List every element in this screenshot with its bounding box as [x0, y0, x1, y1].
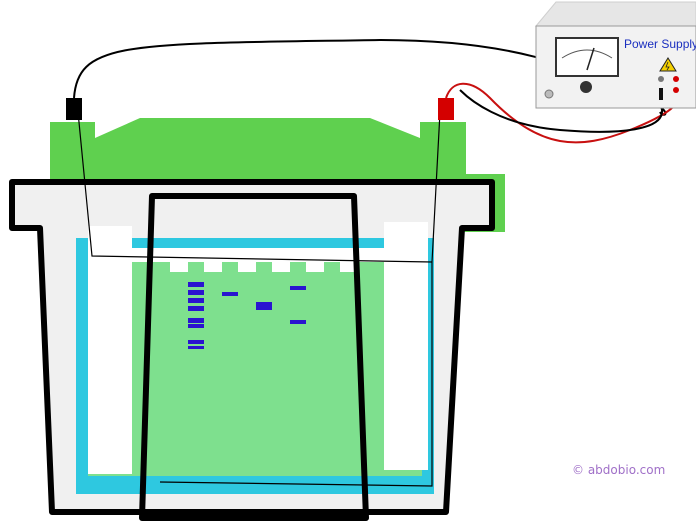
electrophoresis-tank: [9, 111, 495, 521]
red-lead-cable: [445, 82, 679, 144]
high-voltage-warning-icon: [659, 57, 677, 72]
analog-meter-icon: [555, 37, 619, 77]
cathode-terminal: [66, 98, 82, 120]
psu-top: [534, 1, 696, 27]
well-comb: [132, 248, 384, 272]
credit-text: © abdobio.com: [572, 463, 665, 477]
black-jack: [658, 76, 664, 82]
anode-post: [384, 222, 428, 470]
dna-bands: [188, 282, 306, 349]
dial-knob-icon: [580, 81, 592, 93]
gel-tray: [139, 193, 369, 521]
black-lead-return: [459, 89, 664, 133]
power-supply-unit: Power Supply: [534, 1, 696, 109]
cathode-post: [88, 226, 132, 474]
black-plug: [659, 88, 663, 100]
red-jack-top: [673, 76, 679, 82]
power-supply-label: Power Supply: [624, 37, 696, 51]
red-jack-bottom: [673, 87, 679, 93]
power-switch-icon[interactable]: [544, 89, 554, 99]
anode-terminal: [438, 98, 454, 120]
cathode-wire-inner: [77, 111, 433, 263]
agarose-gel: [88, 248, 422, 476]
anode-wire-inner: [159, 111, 441, 487]
